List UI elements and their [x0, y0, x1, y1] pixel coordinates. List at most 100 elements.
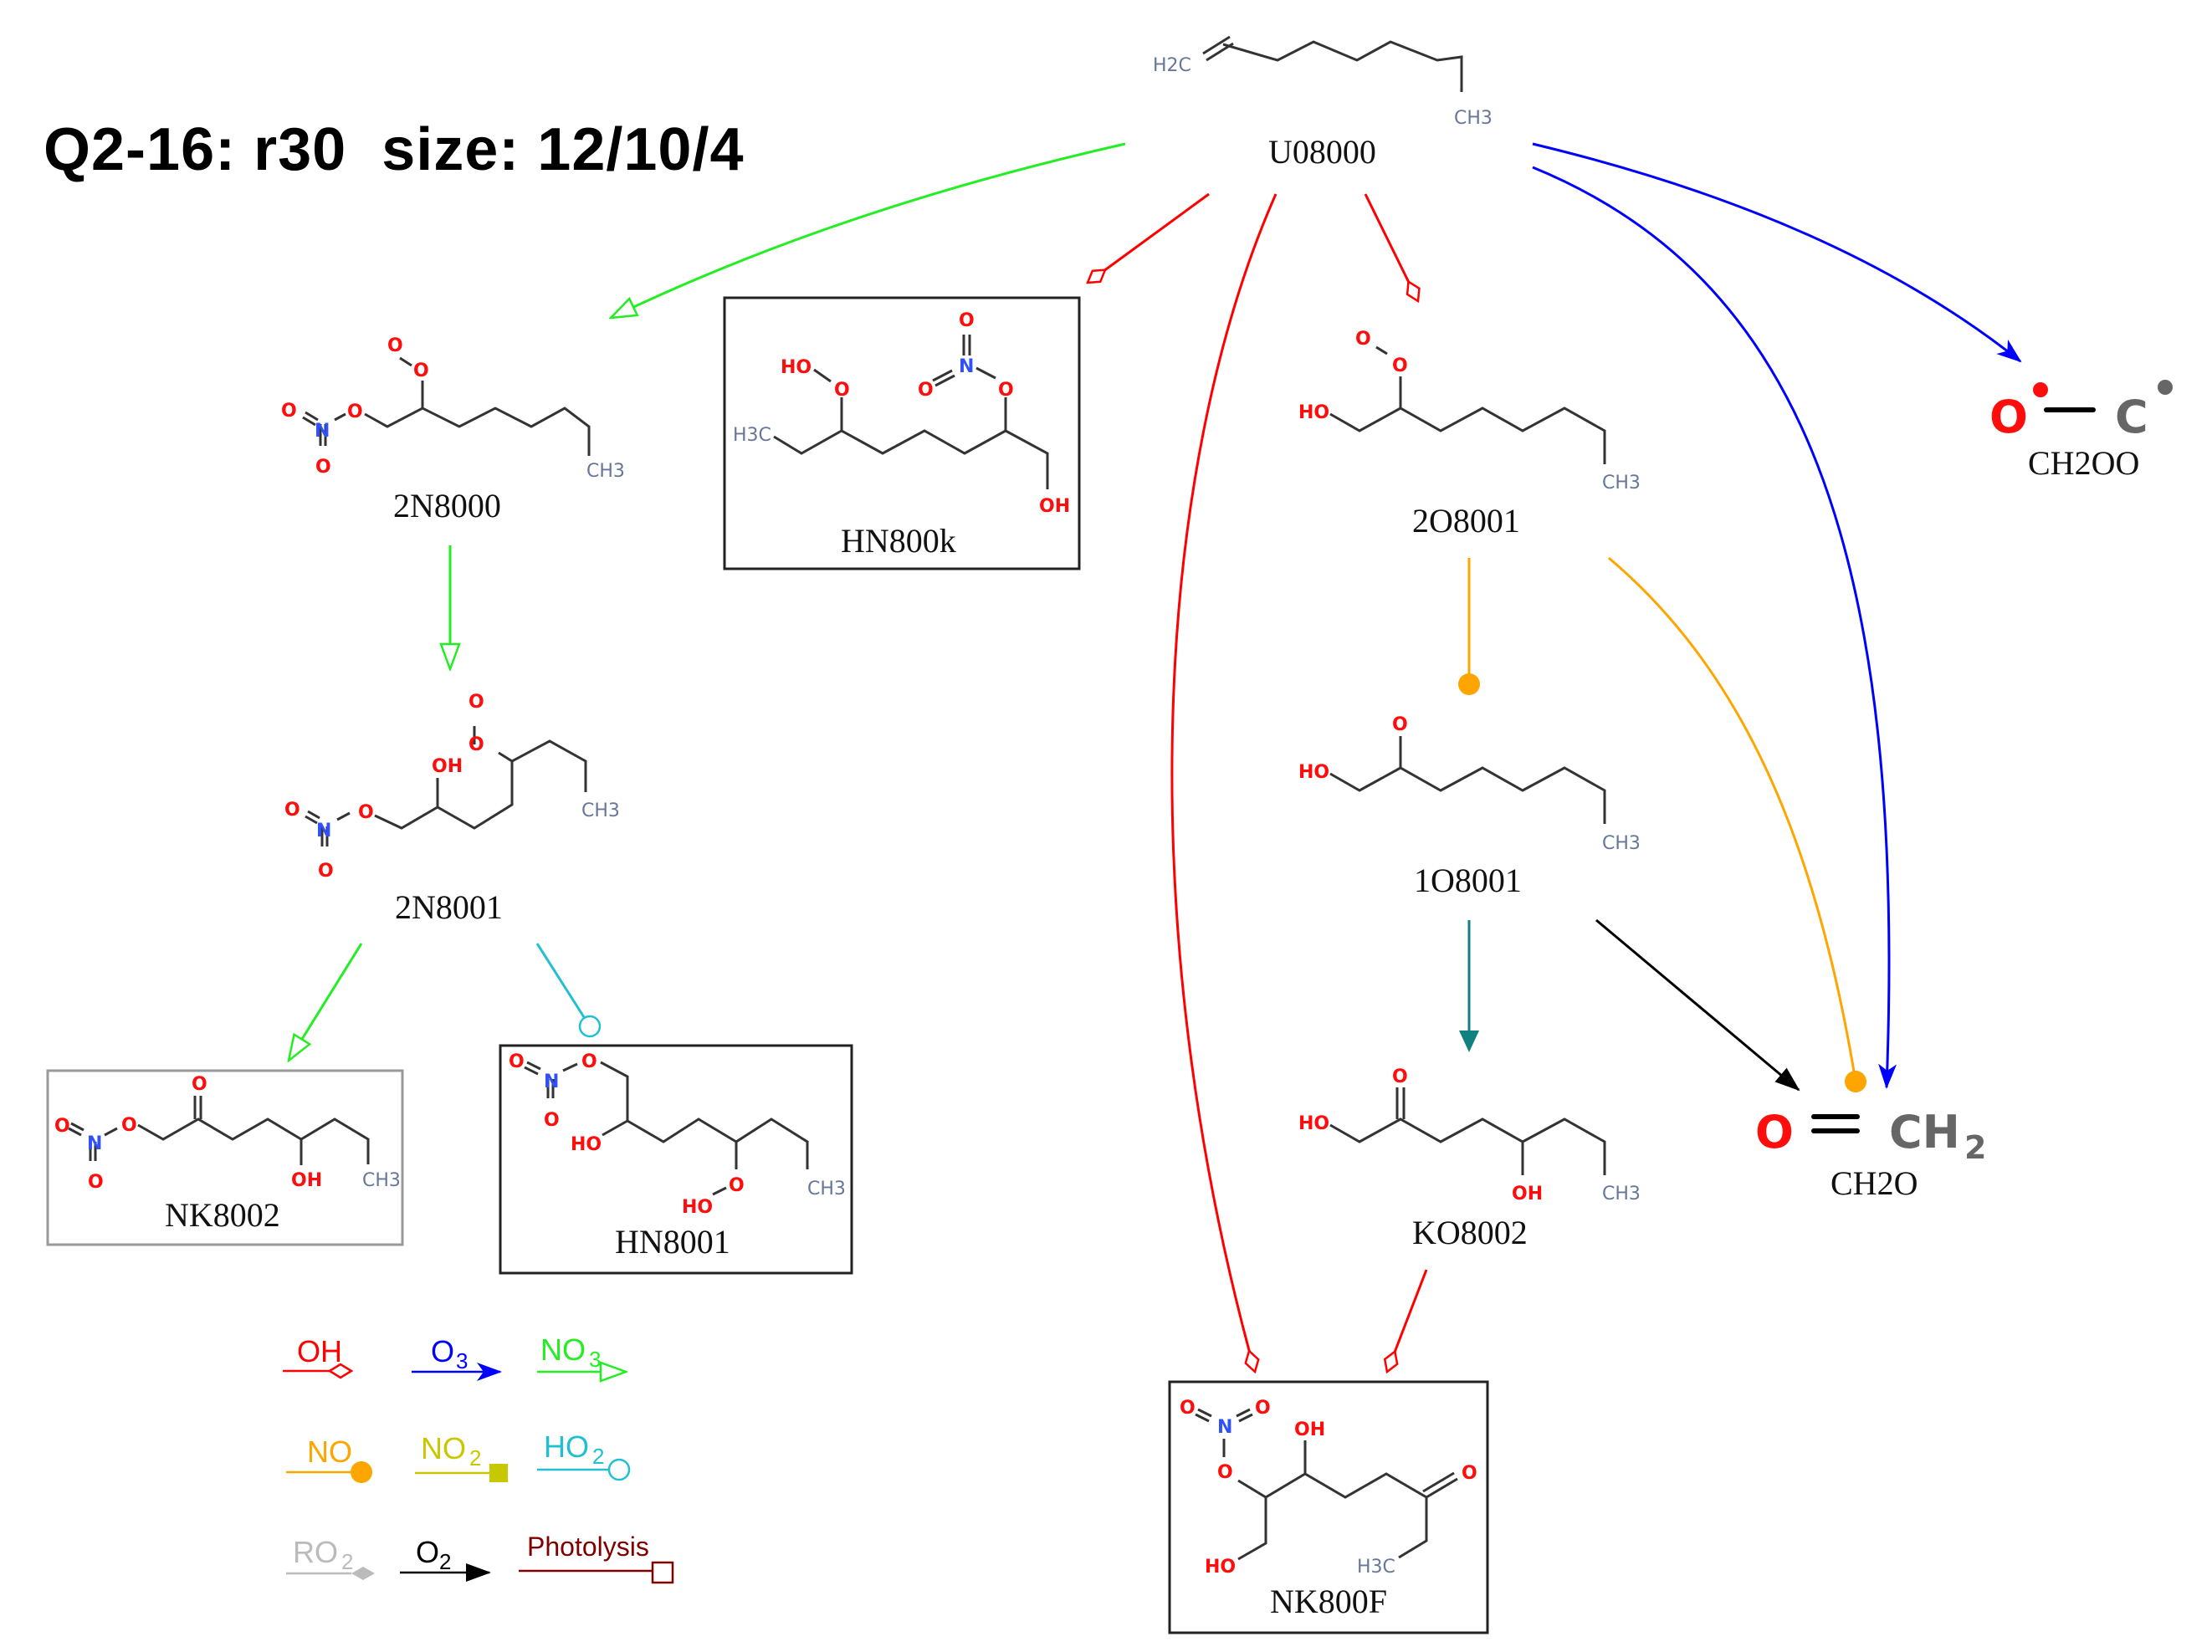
edge-U08000-CH2O-o3[interactable]	[1532, 166, 1897, 1089]
atom-label: CH3	[1454, 108, 1493, 129]
legend-label: O	[416, 1535, 439, 1569]
atom-label: CH3	[1602, 473, 1641, 494]
product-box	[46, 1069, 404, 1246]
legend-item-NO3: NO 3	[537, 1332, 626, 1372]
atom-label: O	[1180, 1398, 1196, 1419]
atom-label: O	[1355, 329, 1371, 350]
atom-label: 2	[1964, 1129, 1986, 1166]
legend-sub: 2	[469, 1445, 481, 1470]
node-HN8001[interactable]: O N O O HO O HO CH3 HN8001	[499, 1044, 853, 1275]
legend: OH O 3 NO 3 NO NO 2 HO 2	[283, 1332, 674, 1584]
node-CH2O[interactable]: O CH 2 CH2O	[1755, 1106, 1986, 1202]
atom-label: HO	[1298, 1113, 1329, 1134]
atom-label: O	[1755, 1106, 1794, 1158]
atom-label: O	[1989, 391, 2028, 443]
product-box	[723, 296, 1081, 570]
legend-sub: 2	[592, 1444, 604, 1469]
atom-label: O	[284, 800, 300, 821]
atom-label: N	[316, 821, 331, 841]
page-title: Q2-16: r30 size: 12/10/4	[44, 116, 745, 183]
molecule-skeleton	[302, 356, 591, 456]
legend-label: NO	[540, 1332, 586, 1367]
atom-label: OH	[291, 1170, 322, 1191]
node-label-CH2OO: CH2OO	[2028, 444, 2139, 482]
atom-label: OH	[432, 756, 463, 777]
node-KO8002[interactable]: O HO OH CH3 KO8002	[1298, 1066, 1641, 1251]
molecule-skeleton	[305, 726, 587, 846]
atom-label: OH	[1294, 1419, 1325, 1440]
product-box	[1168, 1380, 1489, 1634]
atom-label: O	[509, 1051, 525, 1072]
edge-1O8001-CH2O-o2[interactable]	[1595, 918, 1800, 1092]
legend-item-O2: O 2	[400, 1535, 491, 1582]
product-box	[499, 1044, 853, 1275]
atom-label: HO	[1298, 762, 1329, 783]
node-label-HN8001: HN8001	[615, 1223, 730, 1261]
molecule-skeleton	[1329, 736, 1606, 824]
legend-label: NO	[307, 1435, 352, 1469]
legend-label: HO	[544, 1430, 589, 1464]
edge-U08000-2N8000-no3[interactable]	[611, 142, 1126, 318]
edge-U08000-2O8001-oh[interactable]	[1364, 193, 1418, 301]
atom-label: O	[469, 734, 484, 755]
atom-label: O	[729, 1175, 745, 1196]
molecule-skeleton	[1195, 1408, 1458, 1561]
node-2N8000[interactable]: O O O N O O CH3 2N8000	[281, 335, 625, 524]
node-label-2O8001: 2O8001	[1412, 502, 1520, 540]
atom-label: H3C	[733, 425, 771, 446]
edge-2O8001-CH2O-no[interactable]	[1608, 556, 1866, 1092]
legend-label: RO	[293, 1535, 338, 1569]
molecule-skeleton	[1329, 1087, 1606, 1175]
atom-label: O	[1392, 714, 1408, 735]
node-U08000[interactable]: H2C CH3 U08000	[1153, 35, 1493, 171]
atom-label: O	[347, 401, 363, 422]
legend-sub: 2	[341, 1549, 353, 1574]
node-label-2N8001: 2N8001	[395, 888, 503, 926]
atom-label: O	[998, 380, 1014, 401]
atom-label: HO	[781, 357, 812, 378]
legend-item-NO2: NO 2	[415, 1431, 508, 1482]
atom-label: O	[192, 1074, 207, 1095]
atom-label: O	[315, 457, 331, 478]
legend-marker-square	[489, 1464, 508, 1482]
atom-label: H3C	[1357, 1557, 1395, 1578]
atom-label: HO	[571, 1134, 602, 1155]
atom-label: O	[469, 692, 484, 713]
legend-item-HO2: HO 2	[537, 1430, 631, 1481]
atom-label: O	[121, 1115, 137, 1136]
atom-label: H2C	[1153, 55, 1191, 76]
node-label-HN800k: HN800k	[841, 522, 956, 560]
atom-label: O	[88, 1172, 104, 1193]
edge-U08000-CH2OO-o3[interactable]	[1532, 142, 2022, 363]
atom-label: O	[959, 310, 975, 331]
node-CH2OO[interactable]: O C CH2OO	[1989, 380, 2173, 482]
edge-KO8002-NK800F-oh[interactable]	[1387, 1269, 1428, 1372]
node-2O8001[interactable]: O O HO CH3 2O8001	[1298, 329, 1641, 540]
atom-label: CH3	[362, 1170, 401, 1191]
legend-marker-diamond	[351, 1567, 375, 1580]
node-label-1O8001: 1O8001	[1414, 862, 1522, 899]
reaction-edges	[289, 142, 2022, 1372]
node-NK8002[interactable]: O O N O O OH CH3 NK8002	[46, 1069, 404, 1246]
edge-U08000-NK800F-oh[interactable]	[1170, 193, 1278, 1372]
node-NK800F[interactable]: O O N O OH O HO H3C NK800F	[1168, 1380, 1489, 1634]
atom-label: CH3	[1602, 1184, 1641, 1204]
atom-label: O	[387, 335, 403, 356]
atom-label: CH3	[581, 800, 620, 821]
atom-label: HO	[1205, 1557, 1236, 1578]
node-2N8001[interactable]: O O OH O N O O CH3 2N8001	[284, 692, 620, 926]
molecule-skeleton	[68, 1096, 370, 1165]
atom-label: O	[281, 401, 297, 422]
node-1O8001[interactable]: O HO CH3 1O8001	[1298, 714, 1641, 899]
edge-2N8001-NK8002-no3[interactable]	[289, 943, 363, 1061]
legend-item-O3: O 3	[412, 1334, 502, 1381]
edge-U08000-HN800k-oh[interactable]	[1088, 192, 1210, 283]
atom-label: O	[358, 802, 374, 823]
edge-2N8001-HN8001-ho2[interactable]	[535, 943, 602, 1038]
atom-label: O	[318, 861, 334, 882]
atom-label: O	[834, 380, 850, 401]
radical-dot	[2033, 382, 2048, 397]
node-HN800k[interactable]: HO O O N O O H3C OH HN800k	[723, 296, 1081, 570]
atom-label: OH	[1039, 496, 1070, 517]
atom-label: CH3	[586, 461, 625, 482]
